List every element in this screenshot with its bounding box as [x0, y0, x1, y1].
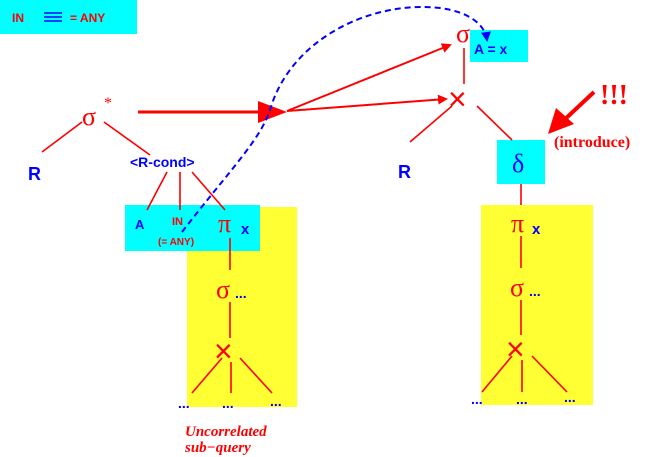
cond-any-note: (= ANY)	[158, 237, 194, 248]
legend-any: = ANY	[70, 11, 105, 25]
delta-box	[497, 140, 545, 184]
arrow-to-sigma	[286, 43, 452, 112]
left-tree-edges	[41, 121, 273, 394]
right-leaf-3: ...	[564, 389, 576, 405]
cond-attr-a: A	[135, 217, 145, 232]
right-pi: π	[511, 209, 524, 238]
r-cond-node: <R-cond>	[130, 154, 195, 170]
sigma-cond-box	[470, 30, 528, 62]
left-pi-sub: x	[241, 221, 250, 238]
left-sigma: σ	[216, 275, 230, 304]
left-leaf-2: ...	[222, 395, 234, 411]
left-sigma-sub: ...	[235, 285, 247, 301]
exclamation-marks: !!!	[600, 80, 628, 111]
delta-node: δ	[512, 149, 524, 178]
left-tree-nodes: σ * R <R-cond> A IN (= ANY) π x σ ... × …	[28, 95, 282, 456]
main-arrow-head	[258, 101, 287, 123]
right-select-sub: ...	[529, 283, 541, 299]
left-leaf-1: ...	[178, 395, 190, 411]
right-select-sigma: σ	[510, 273, 524, 302]
right-sigma-cond: A = x	[474, 41, 508, 57]
caption-line-1: Uncorrelated	[185, 424, 267, 440]
legend: IN = ANY	[0, 0, 137, 34]
legend-in: IN	[12, 11, 24, 25]
left-product: ×	[214, 333, 233, 369]
introduce-label: (introduce)	[554, 134, 630, 151]
right-pi-sub: x	[532, 221, 541, 238]
left-pi: π	[218, 209, 231, 238]
transform-arrows	[138, 43, 452, 123]
right-sigma: σ	[456, 19, 470, 48]
right-leaf-2: ...	[516, 391, 528, 407]
equiv-icon	[44, 12, 62, 22]
right-tree-edges	[409, 48, 568, 393]
introduce-arrow	[548, 90, 596, 134]
right-tree-nodes: σ A = x × R δ π x σ ... × ... ... ...	[398, 19, 576, 407]
left-leaf-3: ...	[270, 393, 282, 409]
legend-box	[0, 0, 137, 34]
arrow-to-product	[286, 94, 448, 112]
left-sigma-sup: *	[104, 95, 112, 112]
right-product: ×	[448, 81, 467, 117]
right-sub-product: ×	[506, 331, 525, 367]
right-relation-r: R	[398, 162, 411, 182]
right-leaf-1: ...	[471, 391, 483, 407]
condition-move-arrow	[181, 6, 491, 233]
caption-line-2: sub−query	[184, 440, 251, 456]
in-cond-box	[125, 205, 260, 251]
left-relation-r: R	[28, 164, 41, 184]
left-sigma-star: σ	[82, 102, 96, 131]
cond-in: IN	[172, 216, 183, 228]
